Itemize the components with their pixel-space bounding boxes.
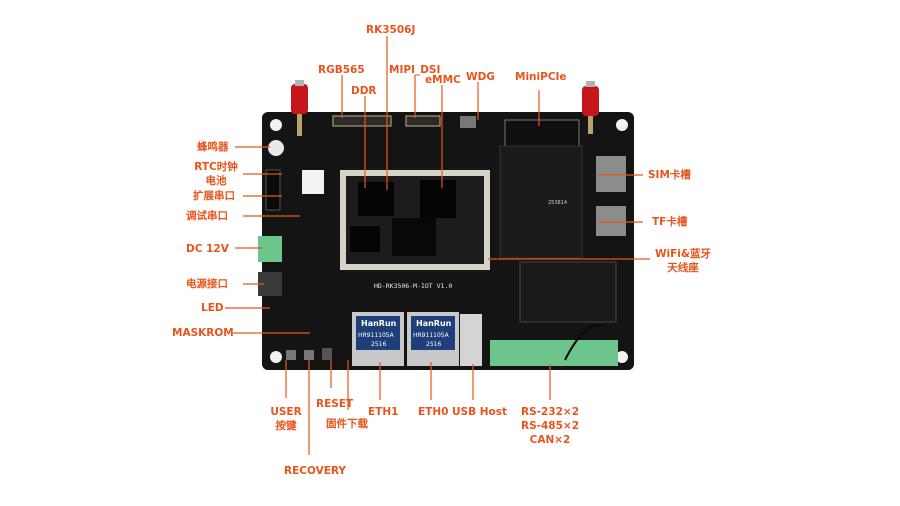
label-eth1: ETH1	[368, 406, 399, 418]
label-minipcie: MiniPCIe	[515, 71, 567, 83]
ddr-chip	[358, 182, 394, 216]
label-emmc: eMMC	[425, 74, 461, 86]
antenna-left	[291, 80, 308, 136]
emmc-chip	[420, 180, 456, 218]
label-rgb565: RGB565	[318, 64, 365, 76]
label-can: CAN×2	[529, 434, 571, 446]
label-user-line1: USER	[270, 406, 302, 418]
label-wdg: WDG	[466, 71, 495, 83]
soc-chip	[392, 218, 436, 256]
label-power-port: 电源接口	[186, 278, 228, 290]
label-sim: SIM卡槽	[648, 169, 691, 181]
eth1-chip-date: 2516	[371, 341, 387, 348]
label-usb-host: USB Host	[452, 406, 508, 418]
module-code: 253814	[548, 200, 568, 206]
callout-lines	[225, 36, 650, 455]
eth0-chip-model: HR911105A	[413, 332, 449, 339]
label-rs232: RS-232×2	[520, 406, 580, 418]
label-mipi-dsi: MIPI_DSI	[389, 64, 441, 76]
sim-slot	[596, 156, 626, 192]
eth0-chip-date: 2516	[426, 341, 442, 348]
mipi-connector	[405, 115, 441, 127]
buzzer	[268, 140, 284, 156]
label-led: LED	[201, 302, 224, 314]
label-eth0: ETH0	[418, 406, 449, 418]
dc-terminal	[258, 236, 282, 262]
label-wifi-line1: WiFi&蓝牙	[654, 248, 712, 260]
label-rtc-line1: RTC时钟	[194, 161, 238, 173]
terminal-block	[490, 340, 618, 366]
label-rtc-line2: 电池	[205, 175, 227, 187]
label-recovery: RECOVERY	[284, 465, 347, 477]
label-wifi-line2: 天线座	[667, 262, 699, 274]
eth0-chip-brand: HanRun	[416, 319, 452, 328]
label-reset: RESET	[316, 398, 354, 410]
minipcie-slot	[504, 119, 580, 147]
label-ddr: DDR	[351, 85, 377, 97]
tf-slot	[596, 206, 626, 236]
eth1-chip-brand: HanRun	[361, 319, 397, 328]
label-rk3506j: RK3506J	[366, 24, 416, 36]
board-silkscreen: HD-RK3506-M-IOT V1.0	[374, 282, 453, 290]
label-tf: TF卡槽	[652, 216, 688, 228]
label-dc12v: DC 12V	[186, 243, 229, 255]
label-rs485: RS-485×2	[520, 420, 580, 432]
label-debug-uart: 调试串口	[186, 210, 228, 222]
label-buzzer: 蜂鸣器	[197, 141, 229, 153]
eth1-chip-model: HR911105A	[358, 332, 394, 339]
antenna-right	[582, 81, 599, 134]
label-firmware: 固件下载	[326, 418, 368, 430]
rgb565-connector	[332, 115, 392, 127]
label-user-line2: 按键	[275, 420, 297, 432]
label-maskrom: MASKROM	[172, 327, 234, 339]
label-ext-uart: 扩展串口	[193, 190, 235, 202]
usb-host-port	[460, 314, 482, 366]
